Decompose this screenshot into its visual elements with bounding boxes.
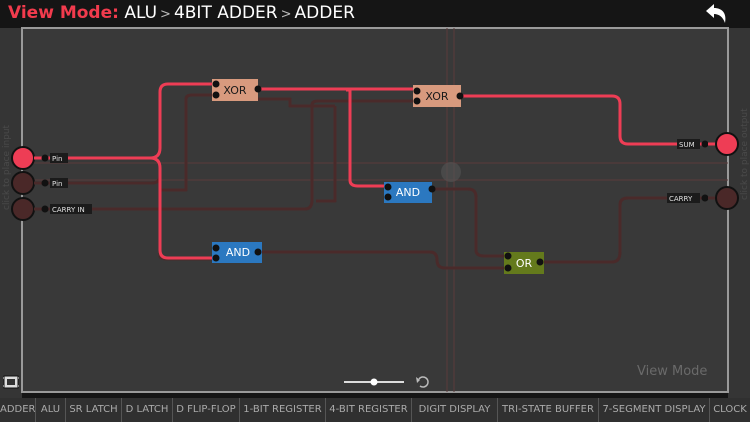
chip-icon[interactable]: [3, 375, 19, 389]
wire-off: [258, 250, 508, 270]
view-mode-label: View Mode:: [8, 3, 119, 23]
tab-digit-display[interactable]: DIGIT DISPLAY: [412, 398, 498, 422]
input-pin-1[interactable]: Pin: [11, 146, 68, 170]
view-mode-watermark: View Mode: [637, 364, 708, 379]
tab-sr-latch[interactable]: SR LATCH: [66, 398, 122, 422]
zoom-slider[interactable]: [344, 378, 404, 386]
tab-d-latch[interactable]: D LATCH: [122, 398, 173, 422]
input-pin-1-label: Pin: [52, 155, 62, 163]
breadcrumb: View Mode: ALU>4BIT ADDER>ADDER: [8, 3, 355, 23]
and-gate-1[interactable]: AND: [384, 182, 436, 203]
sum-label: SUM: [679, 141, 695, 149]
component-tab-bar: ADDER ALU SR LATCH D LATCH D FLIP-FLOP 1…: [0, 398, 750, 422]
breadcrumb-item-alu[interactable]: ALU: [124, 3, 158, 23]
wire-off: [432, 187, 508, 258]
tab-4-bit-register[interactable]: 4-BIT REGISTER: [326, 398, 412, 422]
wire-on: [346, 88, 388, 188]
tab-adder[interactable]: ADDER: [0, 398, 36, 422]
and-gate-2-label: AND: [226, 246, 250, 259]
top-bar: View Mode: ALU>4BIT ADDER>ADDER: [0, 0, 750, 28]
wire-off: [540, 196, 705, 264]
breadcrumb-separator: >: [160, 7, 171, 22]
xor-gate-1-label: XOR: [223, 84, 246, 97]
right-output-strip[interactable]: [728, 28, 750, 398]
tab-clock[interactable]: CLOCK: [710, 398, 750, 422]
tab-alu[interactable]: ALU: [36, 398, 66, 422]
wire-off: [258, 97, 335, 108]
zoom-slider-handle[interactable]: [370, 378, 378, 386]
or-gate[interactable]: OR: [504, 252, 544, 274]
tab-tri-state-buffer[interactable]: TRI-STATE BUFFER: [498, 398, 599, 422]
or-gate-label: OR: [516, 257, 533, 270]
tab-7-segment-display[interactable]: 7-SEGMENT DISPLAY: [599, 398, 710, 422]
breadcrumb-item-4bit-adder[interactable]: 4BIT ADDER: [173, 3, 278, 23]
and-gate-1-label: AND: [396, 186, 420, 199]
carry-label: CARRY: [669, 195, 693, 203]
refresh-icon[interactable]: [416, 376, 429, 388]
wire-off: [316, 106, 337, 203]
back-arrow-icon[interactable]: [700, 2, 730, 26]
wire-off: [44, 99, 417, 211]
breadcrumb-item-adder[interactable]: ADDER: [294, 3, 355, 23]
xor-gate-2-label: XOR: [425, 90, 448, 103]
tab-d-flip-flop[interactable]: D FLIP-FLOP: [173, 398, 240, 422]
xor-gate-1[interactable]: XOR: [212, 79, 262, 101]
tab-1-bit-register[interactable]: 1-BIT REGISTER: [240, 398, 326, 422]
output-carry[interactable]: CARRY: [667, 186, 739, 210]
breadcrumb-separator: >: [280, 7, 292, 22]
and-gate-2[interactable]: AND: [212, 242, 262, 263]
input-carry-in[interactable]: CARRY IN: [11, 197, 92, 221]
input-pin-2-label: Pin: [52, 180, 62, 188]
left-input-strip[interactable]: [0, 28, 22, 398]
wire-on: [460, 94, 705, 146]
wire-on: [149, 156, 216, 260]
output-sum[interactable]: SUM: [677, 132, 739, 156]
wire-off: [160, 93, 216, 192]
input-pin-2[interactable]: Pin: [11, 171, 68, 195]
xor-gate-2[interactable]: XOR: [413, 85, 464, 107]
carry-in-label: CARRY IN: [52, 206, 85, 214]
wires: [44, 82, 705, 270]
